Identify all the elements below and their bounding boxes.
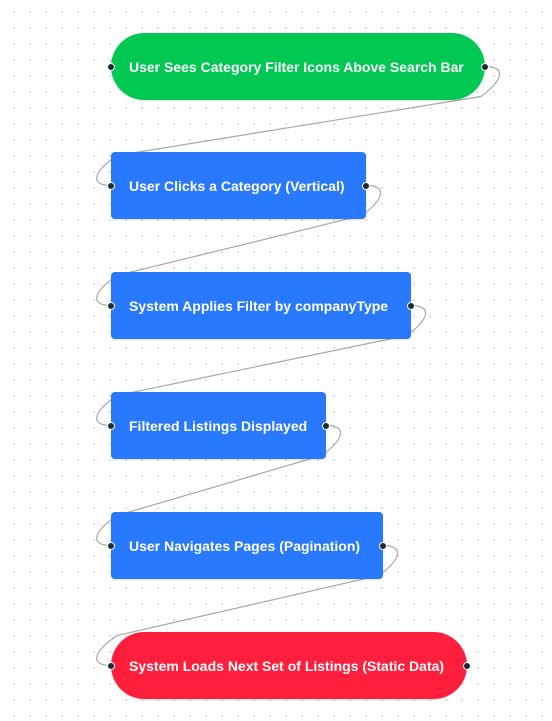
connection-handle-left[interactable] xyxy=(107,301,115,310)
node-label: User Sees Category Filter Icons Above Se… xyxy=(129,58,464,75)
connection-handle-right[interactable] xyxy=(481,62,489,71)
connection-handle-right[interactable] xyxy=(379,541,387,550)
node-user-clicks-category[interactable]: User Clicks a Category (Vertical) xyxy=(107,152,370,219)
node-user-navigates-pages[interactable]: User Navigates Pages (Pagination) xyxy=(107,512,387,579)
connection-handle-left[interactable] xyxy=(107,541,115,550)
connection-handle-right[interactable] xyxy=(407,301,415,310)
node-category-filter-icons[interactable]: User Sees Category Filter Icons Above Se… xyxy=(107,33,489,100)
node-system-applies-filter[interactable]: System Applies Filter by companyType xyxy=(107,272,415,339)
node-label: User Clicks a Category (Vertical) xyxy=(129,177,345,194)
node-label: System Applies Filter by companyType xyxy=(129,297,389,314)
node-label: User Navigates Pages (Pagination) xyxy=(129,537,361,554)
node-label: Filtered Listings Displayed xyxy=(129,417,308,434)
connection-handle-left[interactable] xyxy=(107,421,115,430)
connection-handle-left[interactable] xyxy=(107,661,115,670)
node-filtered-listings-displayed[interactable]: Filtered Listings Displayed xyxy=(107,392,330,459)
node-label: System Loads Next Set of Listings (Stati… xyxy=(129,657,445,674)
node-system-loads-next-set[interactable]: System Loads Next Set of Listings (Stati… xyxy=(107,632,471,699)
connection-handle-left[interactable] xyxy=(107,62,115,71)
connection-handle-left[interactable] xyxy=(107,181,115,190)
connection-handle-right[interactable] xyxy=(322,421,330,430)
connection-handle-right[interactable] xyxy=(362,181,370,190)
connection-handle-right[interactable] xyxy=(463,661,471,670)
